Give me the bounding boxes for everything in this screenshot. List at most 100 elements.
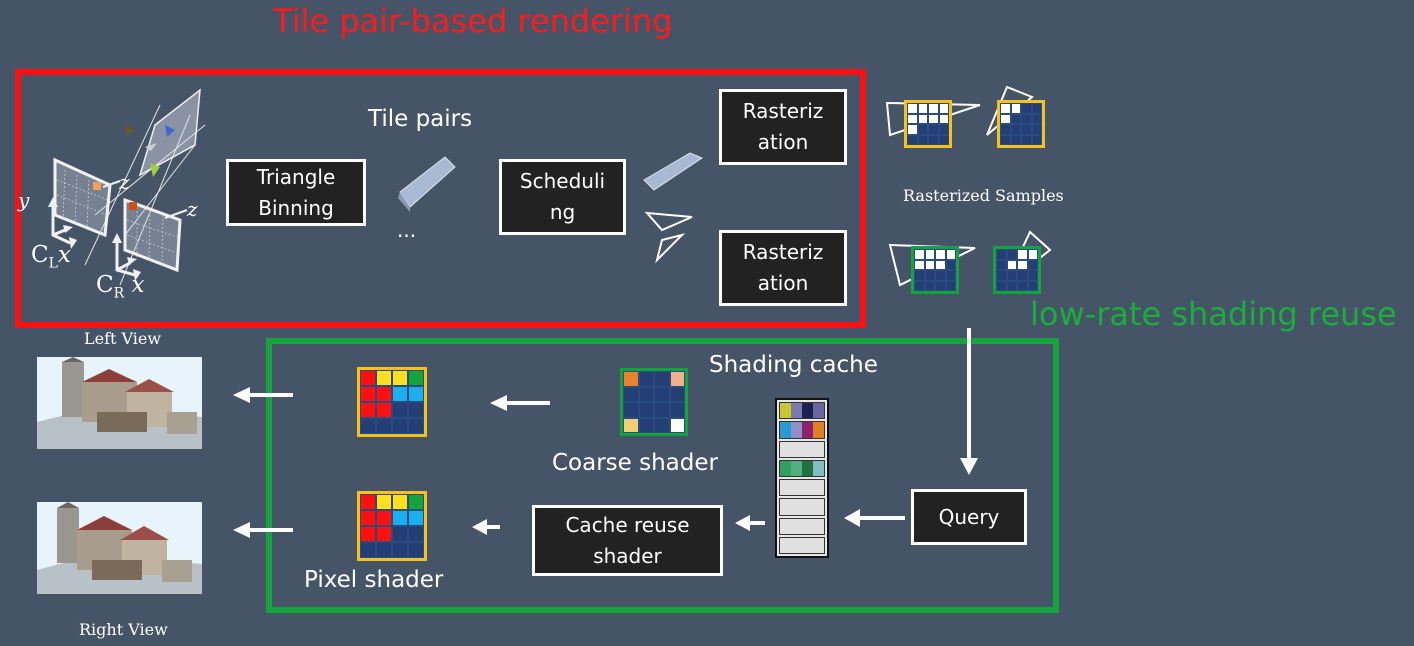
triangle-fragments-icon (644, 211, 693, 264)
cache-cell (802, 403, 813, 419)
grid-cell (924, 259, 935, 270)
cache-cell (780, 441, 824, 457)
cache-cell (813, 422, 824, 438)
cache-cell (780, 422, 791, 438)
sample-grid-green-2 (993, 246, 1041, 294)
grid-cell (1031, 103, 1042, 114)
grid-cell (924, 249, 935, 260)
grid-cell (914, 280, 925, 291)
cache-row (779, 440, 825, 458)
grid-cell (1017, 270, 1028, 281)
grid-cell (935, 280, 946, 291)
grid-cell (669, 371, 685, 387)
grid-cell (1021, 124, 1032, 135)
grid-cell (669, 386, 685, 402)
grid-cell (669, 417, 685, 433)
grid-cell (669, 402, 685, 418)
grid-cell (392, 418, 408, 434)
grid-cell (1021, 113, 1032, 124)
shading-cache-label: Shading cache (709, 352, 878, 378)
axis-z-left-label: z (119, 170, 130, 194)
cache-cell (780, 480, 824, 496)
ellipsis-label: ... (397, 218, 417, 242)
scheduled-slab-icon (643, 152, 704, 191)
grid-cell (1027, 280, 1038, 291)
cache-cell (780, 460, 791, 476)
grid-cell (1000, 134, 1011, 145)
shading-cache-table (775, 398, 829, 558)
sample-grid-yellow-2 (997, 100, 1045, 148)
cache-row (779, 402, 825, 420)
grid-cell (654, 386, 670, 402)
grid-cell (945, 259, 956, 270)
grid-cell (360, 370, 376, 386)
grid-cell (917, 103, 928, 114)
grid-cell (376, 386, 392, 402)
tile-pair-rendering-frame (15, 69, 866, 328)
cache-row (779, 479, 825, 497)
grid-cell (928, 124, 939, 135)
tile-pairs-label: Tile pairs (368, 106, 473, 132)
output-grid-left (357, 367, 427, 437)
grid-cell (1017, 249, 1028, 260)
grid-cell (623, 402, 639, 418)
grid-cell (938, 134, 949, 145)
grid-cell (996, 270, 1007, 281)
cache-cell (780, 518, 824, 534)
rasterization-block-2: Rasteriz ation (719, 230, 847, 306)
grid-cell (408, 370, 424, 386)
title-tile-pair-rendering: Tile pair-based rendering (273, 2, 673, 40)
grid-cell (638, 386, 654, 402)
grid-cell (408, 542, 424, 558)
grid-cell (392, 526, 408, 542)
grid-cell (360, 386, 376, 402)
grid-cell (376, 402, 392, 418)
coarse-shader-grid (620, 368, 688, 436)
tile-pair-slab-icon (398, 156, 456, 212)
grid-cell (392, 494, 408, 510)
grid-cell (1031, 113, 1042, 124)
grid-cell (408, 510, 424, 526)
grid-cell (1021, 103, 1032, 114)
right-view-label: Right View (79, 620, 168, 639)
grid-cell (623, 417, 639, 433)
grid-cell (392, 542, 408, 558)
grid-cell (928, 113, 939, 124)
grid-cell (360, 510, 376, 526)
grid-cell (914, 259, 925, 270)
grid-cell (996, 259, 1007, 270)
grid-cell (945, 280, 956, 291)
cache-row (779, 498, 825, 516)
grid-cell (376, 494, 392, 510)
grid-cell (917, 134, 928, 145)
grid-cell (376, 418, 392, 434)
cache-cell (791, 460, 802, 476)
grid-cell (1027, 249, 1038, 260)
grid-cell (1021, 134, 1032, 145)
grid-cell (360, 494, 376, 510)
grid-cell (945, 270, 956, 281)
grid-cell (623, 386, 639, 402)
grid-cell (1000, 124, 1011, 135)
cache-row (779, 517, 825, 535)
cache-row (779, 536, 825, 554)
camera-left-label: CLx (31, 242, 71, 272)
grid-cell (408, 402, 424, 418)
grid-cell (1010, 113, 1021, 124)
grid-cell (935, 270, 946, 281)
grid-cell (938, 124, 949, 135)
grid-cell (1006, 259, 1017, 270)
camera-right-label: CR x (96, 272, 145, 302)
grid-cell (638, 417, 654, 433)
scheduling-block: Scheduli ng (499, 159, 626, 235)
cache-cell (780, 403, 791, 419)
grid-cell (935, 259, 946, 270)
grid-cell (907, 134, 918, 145)
rasterization-block-1: Rasteriz ation (719, 89, 847, 165)
grid-cell (392, 402, 408, 418)
grid-cell (360, 418, 376, 434)
grid-cell (1017, 280, 1028, 291)
grid-cell (1027, 270, 1038, 281)
grid-cell (1031, 134, 1042, 145)
grid-cell (392, 370, 408, 386)
